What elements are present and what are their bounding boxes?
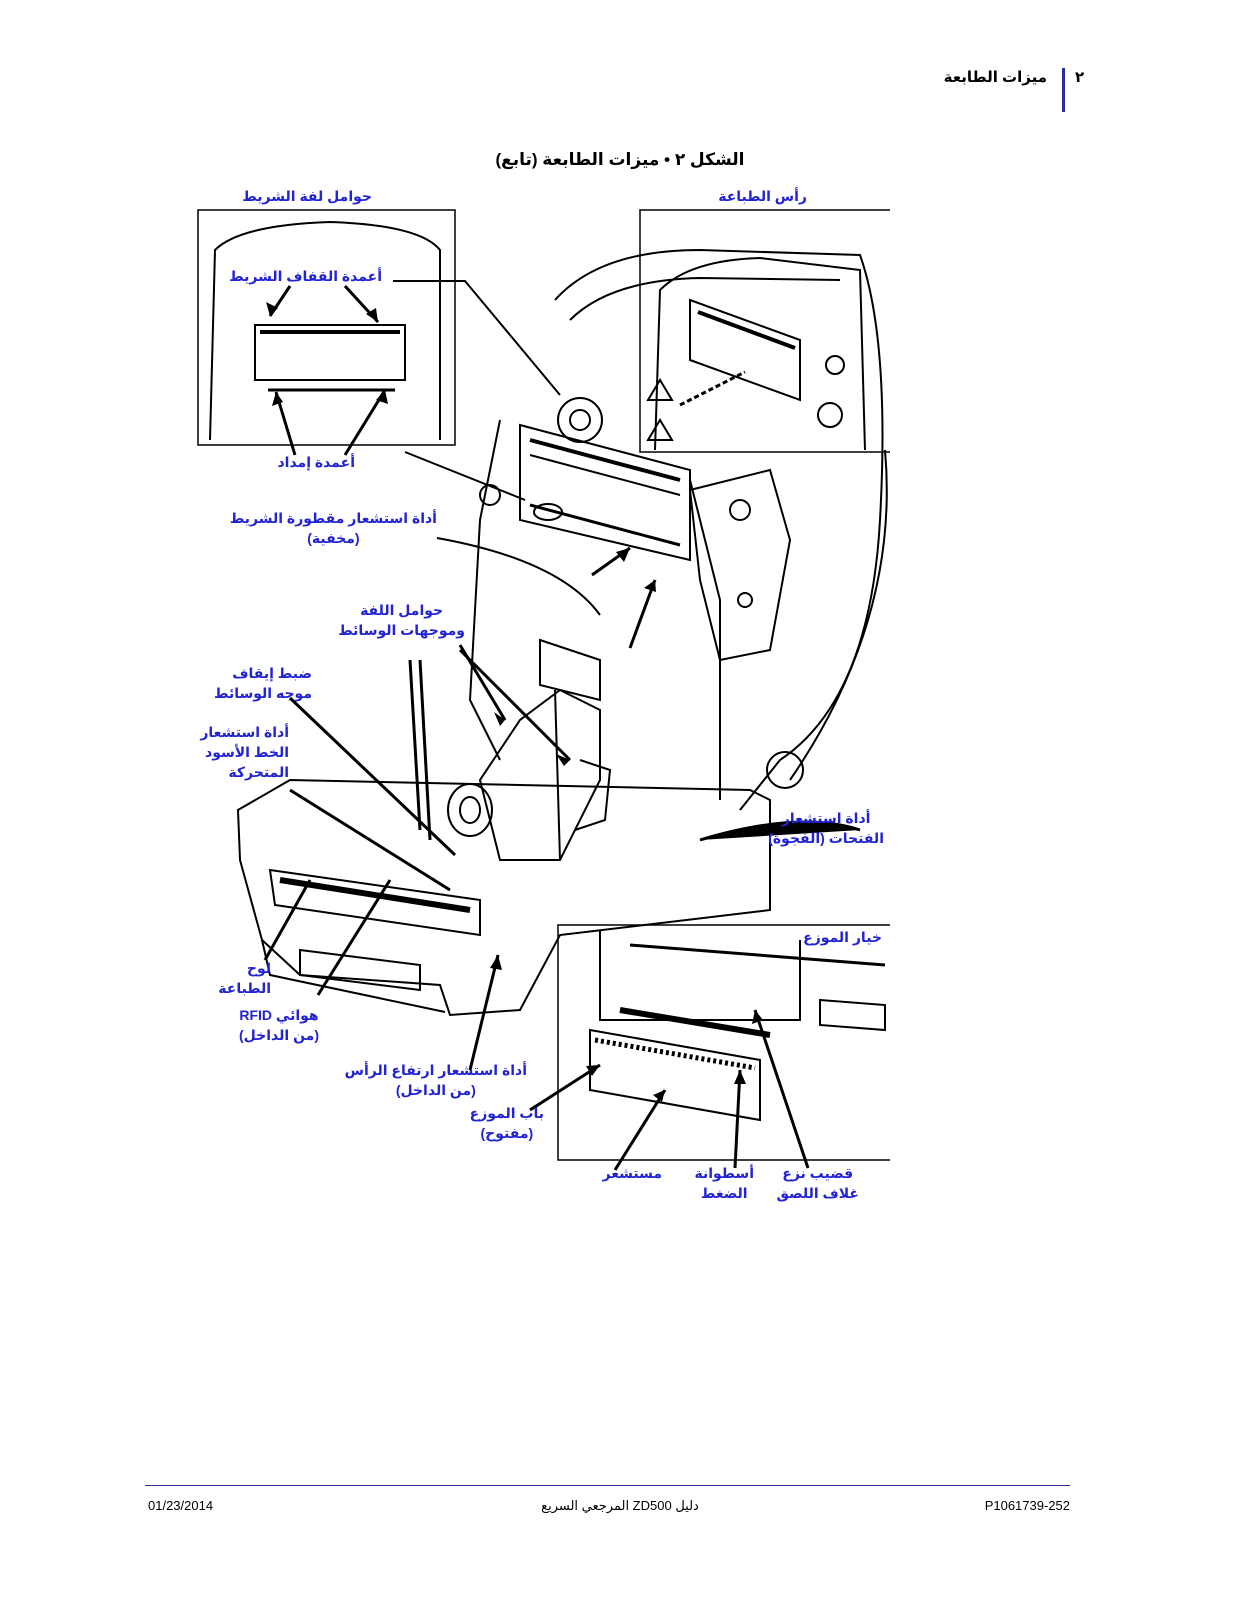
lid-hinge [766,751,804,789]
callout-arrows [263,284,861,1171]
right-side-plate [688,468,792,662]
label-web-gap-sensor: أداة استشعار الفتحات (الفجوة) [768,810,884,846]
label-peel-bar: مستشعر [602,1165,663,1181]
footer-divider [145,1485,1070,1486]
platen-roller [279,877,471,913]
label-printhead: رأس الطباعة [718,188,807,204]
footer-doc-title: دليل ZD500 المرجعي السريع [541,1498,699,1513]
label-dispenser-option: خيار الموزع [803,929,882,945]
inset-ribbon-spindles [197,209,456,446]
media-compartment [268,868,481,937]
rfid-antenna-panel [299,948,421,992]
arrow-heads [266,302,763,1102]
label-roll-holders: حوامل اللفة وموجهات الوسائط [338,602,465,638]
footer-date: 01/23/2014 [148,1498,214,1513]
support-column [539,638,601,702]
pinch-roller [619,1007,771,1038]
label-rfid-antenna: هوائي RFID (من الداخل) [238,1007,319,1043]
label-guide-stop-adjust: ضبط إيقاف موجه الوسائط [213,665,312,701]
warning-label-2 [646,418,674,441]
roll-holder-hub [447,783,493,837]
label-ribbon-take-up-spindles: أعمدة القفاف الشريط [229,268,382,284]
header-divider [1062,68,1065,112]
label-supply-spindles: أعمدة إمداد [277,454,355,470]
label-liner-release-lever: قضيب نزع غلاف اللصق [776,1165,859,1201]
ribbon-gear [557,397,603,443]
label-head-up-sensor: أداة استشعار ارتفاع الرأس (من الداخل) [344,1062,527,1098]
lid-right-edge [789,449,888,781]
inset-dispenser [557,924,890,1161]
right-arm [689,479,721,800]
printer-base-front [261,939,446,1013]
page-number: ٢ [1075,69,1085,86]
left-arm [468,419,501,761]
label-movable-black-line-sensor: أداة استشعار الخط الأسود المتحركة [200,724,289,780]
label-ribbon-roll-holders: حوامل لفة الشريط [242,188,372,204]
label-ribbon-out-sensor: أداة استشعار مقطورة الشريط (مخفية) [229,510,437,546]
printhead-assembly [519,423,691,562]
printer-lid [554,248,884,811]
lid-inner [569,276,841,321]
inset-printhead [639,209,890,453]
figure-title: الشكل ٢ • ميزات الطابعة (تابع) [495,150,745,169]
section-title: ميزات الطابعة [943,69,1047,86]
printer-base [236,778,771,1017]
label-dispenser-door: باب الموزع (مفتوح) [469,1105,544,1141]
ribbon-spindle [533,503,563,521]
label-pinch-roller: أسطوانة الضغط [694,1165,754,1201]
warning-label-1 [646,378,674,401]
label-platen: لوح الطباعة [218,960,271,996]
footer-part-number: P1061739-252 [984,1498,1070,1513]
roll-holder-right [574,759,612,831]
